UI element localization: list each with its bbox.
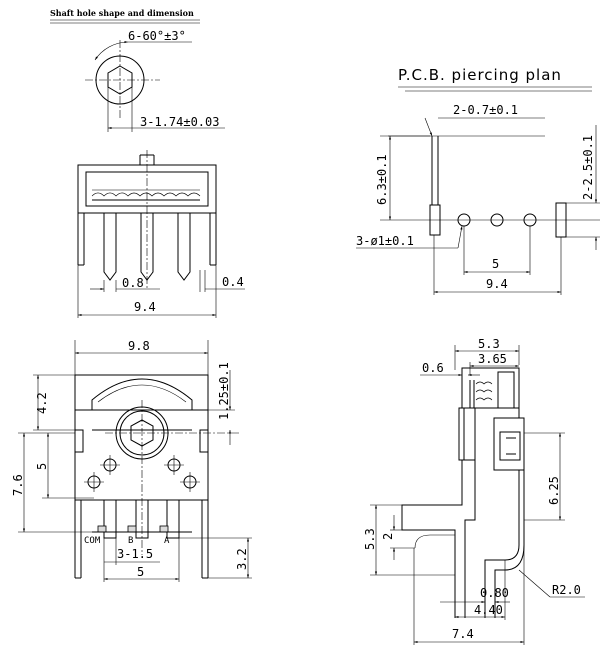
- front-view: 0.8 0.4 9.4: [77, 150, 245, 318]
- pcb-dim-2-5: 2-2.5±0.1: [581, 135, 595, 200]
- bottom-view: 9.8 COM: [11, 339, 252, 582]
- bottom-dim-4-2: 4.2: [35, 392, 49, 414]
- shaft-title-group: Shaft hole shape and dimension: [50, 8, 200, 24]
- side-dim-5-3-v: 5.3: [363, 528, 377, 550]
- side-dim-0-80: 0.80: [480, 586, 509, 600]
- bottom-dim-3-1-5: 3-1.5: [117, 547, 153, 561]
- pcb-dim-6-3: 6.3±0.1: [375, 154, 389, 205]
- pcb-dim-9-4: 9.4: [486, 277, 508, 291]
- side-dim-3-65: 3.65: [478, 352, 507, 366]
- shaft-hex-dim: 3-1.74±0.03: [140, 115, 219, 129]
- bottom-dim-5-h: 5: [137, 565, 144, 579]
- pcb-plan-view: 2-0.7±0.1 6.3±0.1 2-2.5±0.1 3-ø1±0.1 5 9…: [356, 103, 600, 295]
- pin-label-b: B: [128, 536, 133, 546]
- side-dim-4-40: 4.40: [474, 603, 503, 617]
- side-dim-6-25: 6.25: [547, 476, 561, 505]
- side-dim-2: 2: [381, 533, 395, 540]
- side-dim-0-6: 0.6: [422, 361, 444, 375]
- side-dim-5-3: 5.3: [478, 337, 500, 351]
- pcb-title: P.C.B. piercing plan: [398, 66, 562, 84]
- bottom-dim-9-8: 9.8: [128, 339, 150, 353]
- pcb-dim-slot: 2-0.7±0.1: [453, 103, 518, 117]
- pcb-title-group: P.C.B. piercing plan: [398, 66, 592, 92]
- pin-label-a: A: [164, 536, 170, 546]
- shaft-angle-dim: 6-60°±3°: [128, 29, 186, 43]
- side-dim-r2: R2.0: [552, 583, 581, 597]
- pin-label-com: COM: [84, 536, 101, 546]
- pcb-dim-holes: 3-ø1±0.1: [356, 234, 414, 248]
- bottom-dim-5-v: 5: [35, 463, 49, 470]
- side-dim-7-4: 7.4: [452, 627, 474, 641]
- bottom-dim-7-6: 7.6: [11, 474, 25, 496]
- bottom-dim-1-25: 1.25±0.1: [217, 362, 231, 420]
- front-dim-0-4: 0.4: [222, 275, 244, 289]
- side-view: 5.3 3.65 0.6 5.3 2 6.25: [363, 337, 585, 645]
- front-dim-9-4: 9.4: [134, 300, 156, 314]
- shaft-title: Shaft hole shape and dimension: [50, 8, 194, 18]
- shaft-hole-view: 6-60°±3° 3-1.74±0.03: [85, 29, 225, 132]
- pcb-dim-5: 5: [492, 257, 499, 271]
- bottom-dim-3-2: 3.2: [235, 548, 249, 570]
- front-dim-0-8: 0.8: [122, 276, 144, 290]
